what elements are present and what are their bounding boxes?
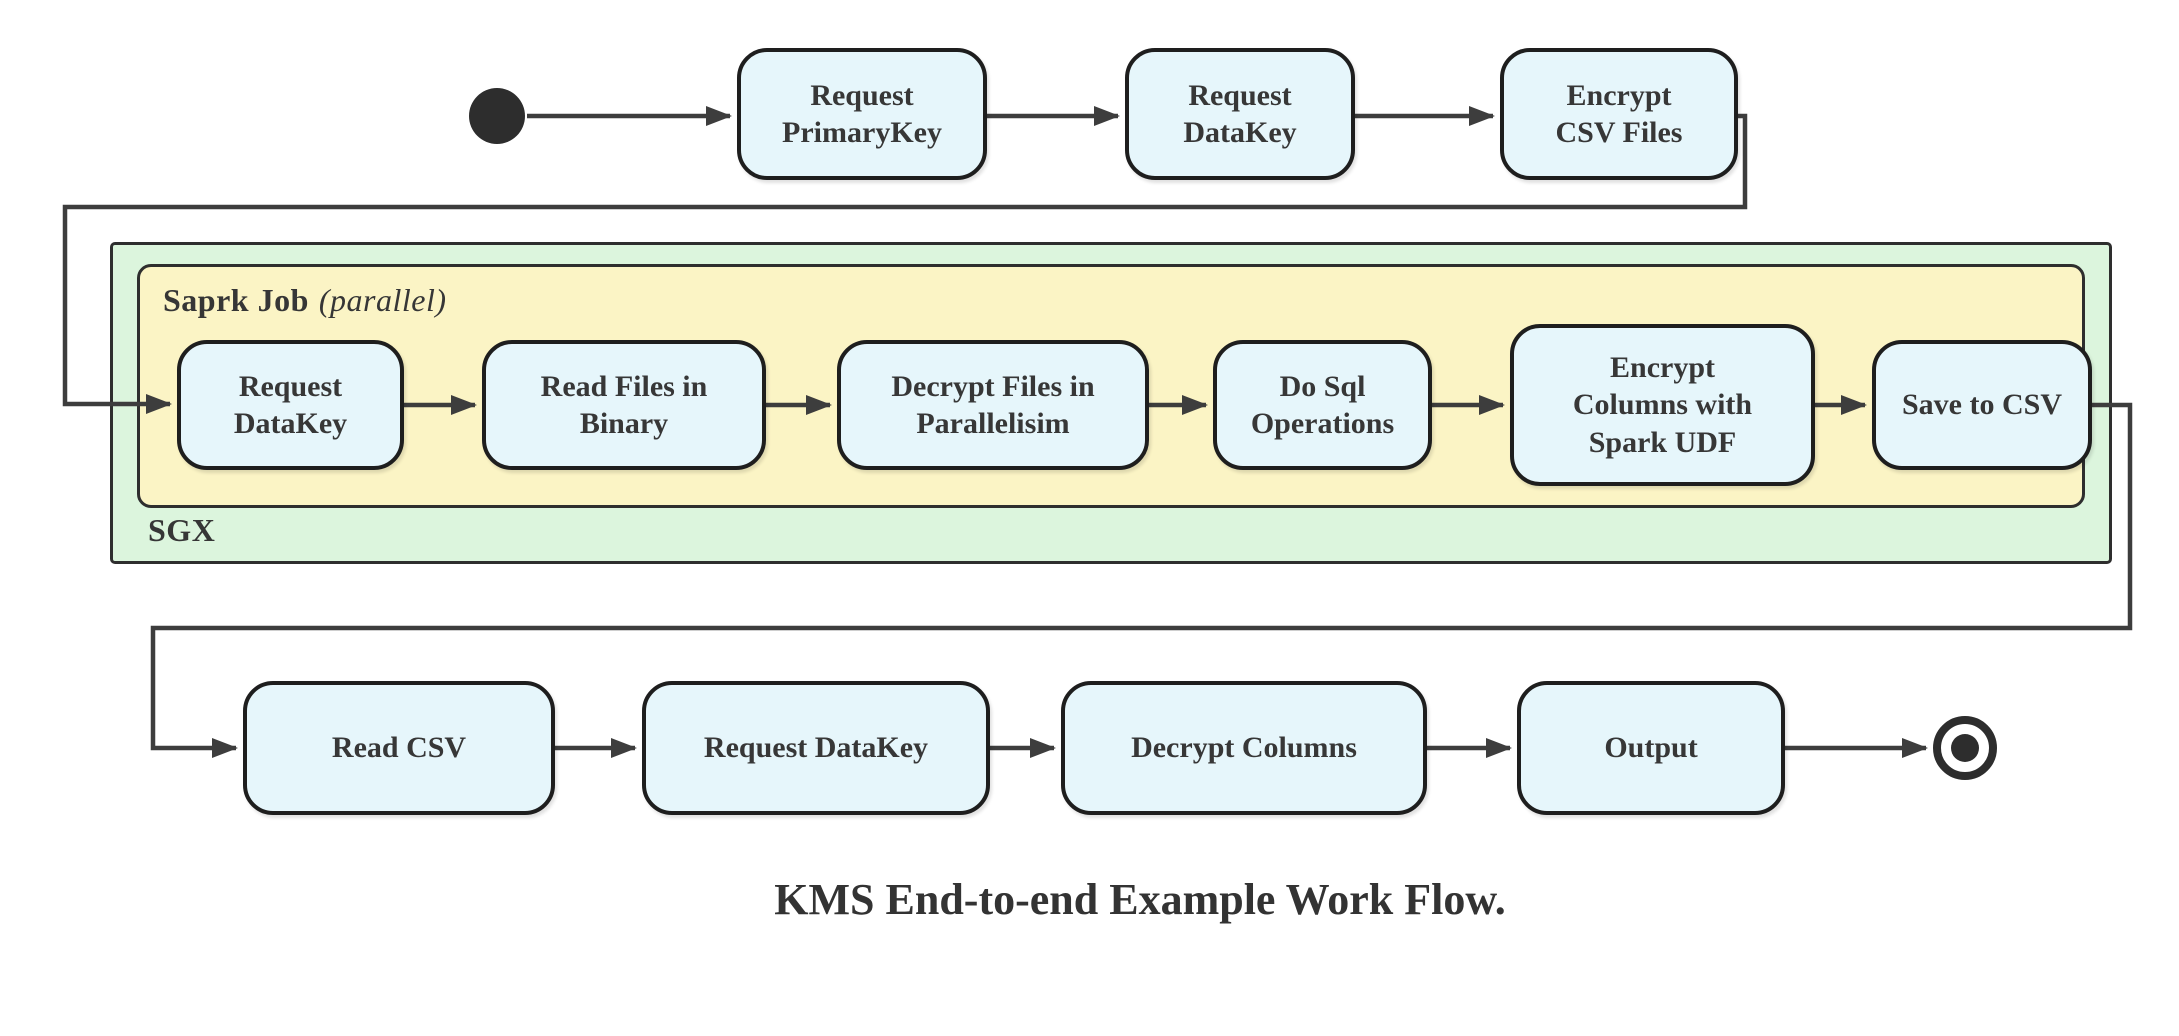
node-request-datakey-top: Request DataKey: [1125, 48, 1355, 180]
node-decrypt-files-in-parallelisim: Decrypt Files in Parallelisim: [837, 340, 1149, 470]
spark-job-parallel-annotation: (parallel): [318, 282, 447, 318]
node-save-to-csv: Save to CSV: [1872, 340, 2092, 470]
node-request-datakey-bottom: Request DataKey: [642, 681, 990, 815]
node-encrypt-csv-files: Encrypt CSV Files: [1500, 48, 1738, 180]
node-output: Output: [1517, 681, 1785, 815]
end-state-icon: [1933, 716, 1997, 780]
spark-job-label-text: Saprk Job: [163, 282, 309, 318]
node-read-files-in-binary: Read Files in Binary: [482, 340, 766, 470]
spark-job-label: Saprk Job(parallel): [163, 282, 447, 319]
sgx-label: SGX: [148, 512, 216, 548]
node-request-primarykey: Request PrimaryKey: [737, 48, 987, 180]
diagram-caption: KMS End-to-end Example Work Flow.: [774, 875, 1506, 924]
node-request-datakey-spark: Request DataKey: [177, 340, 404, 470]
node-do-sql-operations: Do Sql Operations: [1213, 340, 1432, 470]
end-state-dot: [1951, 734, 1979, 762]
node-encrypt-columns-with-spark-udf: Encrypt Columns with Spark UDF: [1510, 324, 1815, 486]
node-read-csv: Read CSV: [243, 681, 555, 815]
start-state-icon: [469, 88, 525, 144]
node-decrypt-columns: Decrypt Columns: [1061, 681, 1427, 815]
